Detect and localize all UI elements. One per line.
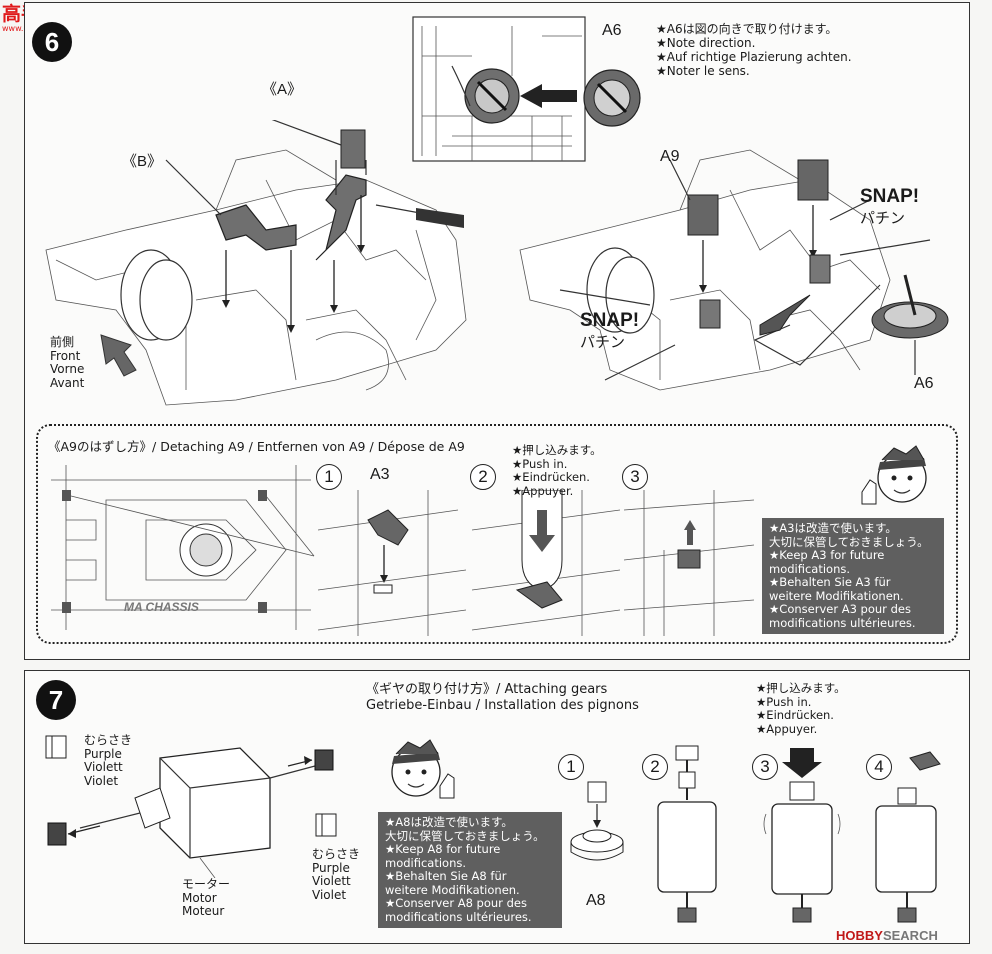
motor-line: Moteur — [182, 904, 225, 918]
purple-left-line: むらさき — [84, 733, 133, 747]
gear-push-line: ★Eindrücken. — [756, 708, 834, 722]
motor-label: モーター Motor Moteur — [182, 877, 231, 919]
keep-a8-line: modifications ultérieures. — [385, 909, 532, 924]
keep-a8-line: 大切に保管しておきましょう。 — [385, 828, 545, 843]
gear-step-1: 1 — [558, 754, 584, 780]
direction-line: Avant — [50, 375, 85, 390]
snap-right-jp: パチン — [860, 210, 906, 227]
a6-note-line: ★Noter le sens. — [656, 64, 750, 78]
keep-a8-line: ★Behalten Sie A8 für — [385, 869, 507, 883]
keep-a3-line: 大切に保管しておきましょう。 — [769, 534, 929, 549]
detach-step-1: 1 — [316, 464, 342, 490]
keep-a3-line: ★Keep A3 for future — [769, 548, 885, 562]
keep-a8-line: ★Conserver A8 pour des — [385, 896, 527, 910]
snap-right-en: SNAP! — [860, 186, 920, 207]
gear-push-line: ★Push in. — [756, 694, 812, 709]
snap-left-jp: パチン — [580, 334, 626, 351]
keep-a3-line: ★Behalten Sie A3 für — [769, 575, 891, 589]
detach-step3-illustration — [624, 490, 755, 636]
keep-a8-line: modifications. — [385, 855, 467, 870]
gear-title: 《ギヤの取り付け方》/ Attaching gears Getriebe-Ein… — [366, 682, 639, 714]
keep-a8-line: weitere Modifikationen. — [385, 882, 520, 897]
purple-left-line: Violett — [84, 760, 123, 774]
push-note-line: ★Eindrücken. — [512, 470, 590, 484]
step7-number: 7 — [36, 680, 76, 720]
label-b: 《B》 — [122, 153, 163, 170]
gear-title-line2: Getriebe-Einbau / Installation des pigno… — [366, 698, 639, 713]
label-a: 《A》 — [262, 81, 303, 98]
purple-right-line: Purple — [312, 860, 350, 875]
mascot-thumbsup-icon — [861, 445, 927, 505]
gear-step-4: 4 — [866, 754, 892, 780]
a6-note-line: ★Note direction. — [656, 36, 756, 50]
snap-left-label: SNAP! パチン — [580, 310, 639, 354]
keep-a3-line: ★A3は改造で使います。 — [769, 521, 897, 535]
mascot-thumbsup-icon-2 — [391, 739, 455, 799]
hobbysearch-logo: HOBBYSEARCH — [836, 928, 938, 943]
detach-a9-box — [36, 424, 958, 644]
motor-step3-illustration — [763, 748, 841, 923]
purple-left-line: Violet — [84, 773, 119, 788]
search-text: SEARCH — [882, 928, 938, 943]
a6-note-line: ★A6は図の向きで取り付けます。 — [656, 22, 838, 36]
direction-line: 前側 — [50, 335, 75, 349]
purple-left-label: むらさき Purple Violett Violet — [84, 733, 133, 788]
detach-a9-title: 《A9のはずし方》/ Detaching A9 / Entfernen von … — [48, 439, 465, 454]
keep-a3-line: modifications ultérieures. — [769, 615, 916, 630]
push-note-line: ★Push in. — [512, 456, 568, 471]
keep-a8-note: ★A8は改造で使います。 大切に保管しておきましょう。 ★Keep A8 for… — [378, 812, 562, 928]
a6-note-line: ★Auf richtige Plazierung achten. — [656, 50, 852, 64]
gear-purple-right-icon — [315, 813, 337, 837]
gear-step-3: 3 — [752, 754, 778, 780]
part-a6-top: A6 — [602, 22, 622, 39]
detach-step1-illustration — [318, 490, 466, 636]
detach-step-2: 2 — [470, 464, 496, 490]
part-a9: A9 — [660, 148, 680, 165]
purple-right-line: Violet — [312, 887, 347, 902]
motor-line: モーター — [182, 877, 231, 891]
detach-step2-illustration — [472, 490, 620, 636]
chassis-right-illustration — [519, 149, 949, 391]
push-note-line: ★押し込みます。 — [512, 443, 602, 457]
part-a6-bottom: A6 — [914, 375, 934, 392]
keep-a3-line: ★Conserver A3 pour des — [769, 602, 911, 616]
direction-label: 前側 Front Vorne Avant — [50, 335, 85, 390]
keep-a3-line: modifications. — [769, 561, 851, 576]
gear-purple-left-icon — [45, 735, 67, 759]
a6-direction-note: ★A6は図の向きで取り付けます。 ★Note direction. ★Auf r… — [656, 22, 852, 78]
chassis-left-illustration — [45, 120, 467, 406]
push-note-line: ★Appuyer. — [512, 483, 574, 498]
purple-right-line: むらさき — [312, 847, 361, 861]
motor-step4-illustration — [875, 751, 941, 923]
keep-a8-line: ★A8は改造で使います。 — [385, 815, 513, 829]
gear-title-line1: 《ギヤの取り付け方》/ Attaching gears — [366, 682, 608, 697]
motor-step2-illustration — [657, 745, 717, 923]
snap-left-en: SNAP! — [580, 310, 640, 331]
chassis-text: MA CHASSIS — [124, 600, 199, 614]
purple-left-line: Purple — [84, 746, 122, 761]
chassis-topview-illustration — [51, 465, 315, 630]
purple-right-line: Violett — [312, 874, 351, 888]
gear-step-2: 2 — [642, 754, 668, 780]
keep-a3-line: weitere Modifikationen. — [769, 588, 904, 603]
gear-push-note: ★押し込みます。 ★Push in. ★Eindrücken. ★Appuyer… — [756, 681, 846, 736]
part-a8: A8 — [586, 892, 606, 909]
direction-line: Vorne — [50, 362, 85, 376]
gear-push-line: ★押し込みます。 — [756, 681, 846, 695]
motor-illustration — [47, 747, 334, 878]
snap-right-label: SNAP! パチン — [860, 186, 919, 230]
detach-push-note: ★押し込みます。 ★Push in. ★Eindrücken. ★Appuyer… — [512, 443, 602, 498]
keep-a8-line: ★Keep A8 for future — [385, 842, 501, 856]
direction-line: Front — [50, 348, 81, 363]
purple-right-label: むらさき Purple Violett Violet — [312, 847, 361, 902]
step6-number: 6 — [32, 22, 72, 62]
motor-line: Motor — [182, 890, 217, 905]
a8-tool-illustration — [570, 781, 624, 861]
part-a3: A3 — [370, 466, 390, 483]
hobby-text: HOBBY — [836, 928, 883, 943]
detach-step-3: 3 — [622, 464, 648, 490]
a6-inset-illustration — [412, 16, 641, 162]
keep-a3-note: ★A3は改造で使います。 大切に保管しておきましょう。 ★Keep A3 for… — [762, 518, 944, 634]
gear-push-line: ★Appuyer. — [756, 721, 818, 736]
